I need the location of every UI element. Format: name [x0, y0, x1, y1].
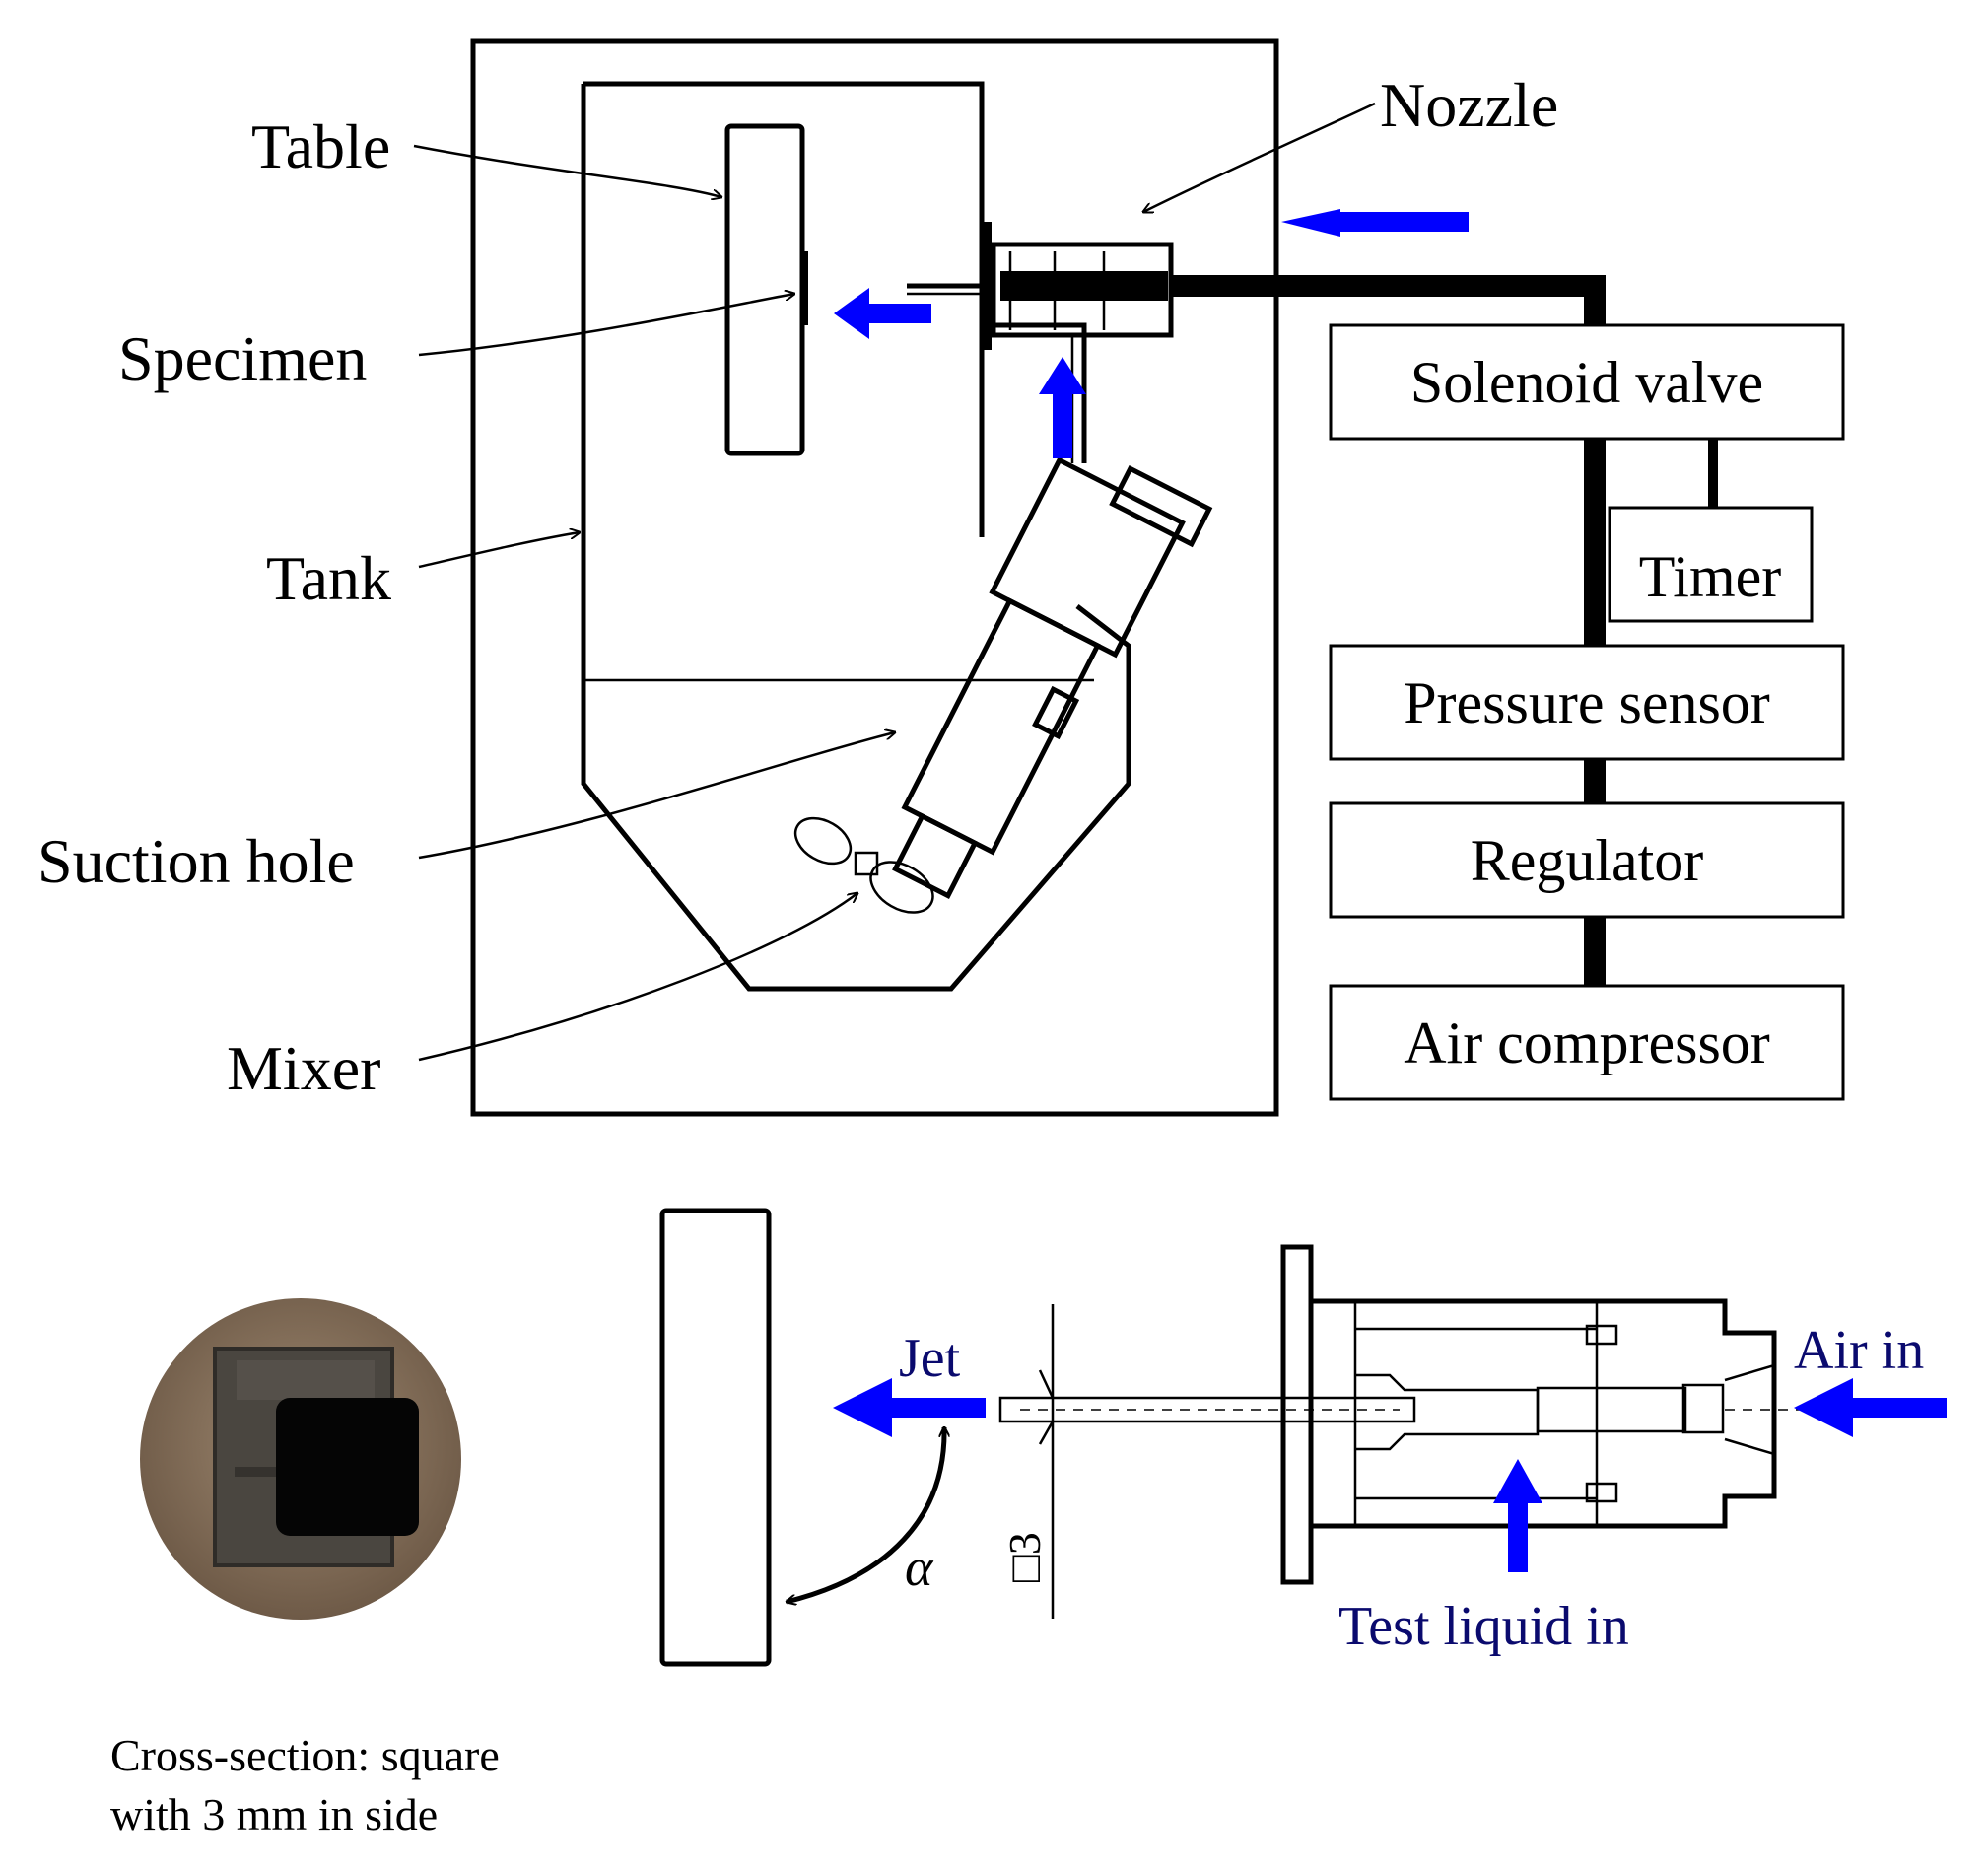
cross-section-photo [140, 1298, 461, 1620]
air-compressor-box: Air compressor [1329, 984, 1845, 1101]
air-in-arrow-bottom [1794, 1378, 1947, 1437]
timer-label: Timer [1639, 544, 1782, 609]
jet-arrow-top [834, 288, 931, 339]
label-suction-hole: Suction hole [37, 826, 355, 896]
tank-outline [581, 81, 1131, 992]
regulator-label: Regulator [1471, 828, 1704, 893]
nozzle-assembly-top [907, 222, 1174, 463]
jet-label: Jet [899, 1328, 961, 1389]
air-in-arrow-top [1281, 209, 1469, 237]
mixer-propeller [793, 816, 934, 914]
apparatus-frame [470, 38, 1279, 1117]
jet-arrow-bottom [833, 1378, 986, 1437]
flow-arrows-top [834, 209, 1469, 458]
label-table: Table [251, 111, 390, 181]
air-in-label: Air in [1794, 1320, 1924, 1381]
angle-arc [787, 1427, 944, 1602]
specimen-shape [800, 251, 808, 325]
nozzle-detail-drawing [998, 1244, 1814, 1585]
leader-lines [413, 102, 1376, 1062]
air-compressor-label: Air compressor [1404, 1010, 1770, 1075]
mixer-motor [892, 456, 1213, 900]
solenoid-valve-box: Solenoid valve [1329, 323, 1845, 441]
dimension-label: □3 [999, 1532, 1050, 1582]
pressure-sensor-label: Pressure sensor [1404, 670, 1770, 735]
control-chain: Solenoid valve Timer Pressure sensor Reg… [1329, 323, 1845, 1101]
label-mixer: Mixer [227, 1033, 380, 1103]
test-liquid-arrow [1493, 1459, 1542, 1572]
component-labels: Table Specimen Tank Suction hole Mixer N… [37, 70, 1558, 1103]
regulator-box: Regulator [1329, 801, 1845, 919]
caption-line-1: Cross-section: square [110, 1730, 500, 1780]
label-tank: Tank [266, 543, 391, 613]
specimen-plate-bottom [659, 1208, 772, 1667]
caption-line-2: with 3 mm in side [110, 1789, 438, 1839]
outer-cabinet [470, 38, 1279, 1117]
label-specimen: Specimen [118, 323, 367, 393]
air-line [1171, 275, 1606, 325]
label-nozzle: Nozzle [1380, 70, 1558, 140]
pressure-sensor-box: Pressure sensor [1329, 644, 1845, 761]
solenoid-valve-label: Solenoid valve [1410, 350, 1763, 415]
dimension-marker: □3 [999, 1304, 1055, 1619]
timer-box: Timer [1608, 506, 1814, 623]
test-liquid-label: Test liquid in [1338, 1596, 1629, 1657]
angle-label: α [905, 1538, 934, 1597]
liquid-up-arrow-top [1039, 357, 1086, 458]
table-shape [724, 123, 805, 456]
